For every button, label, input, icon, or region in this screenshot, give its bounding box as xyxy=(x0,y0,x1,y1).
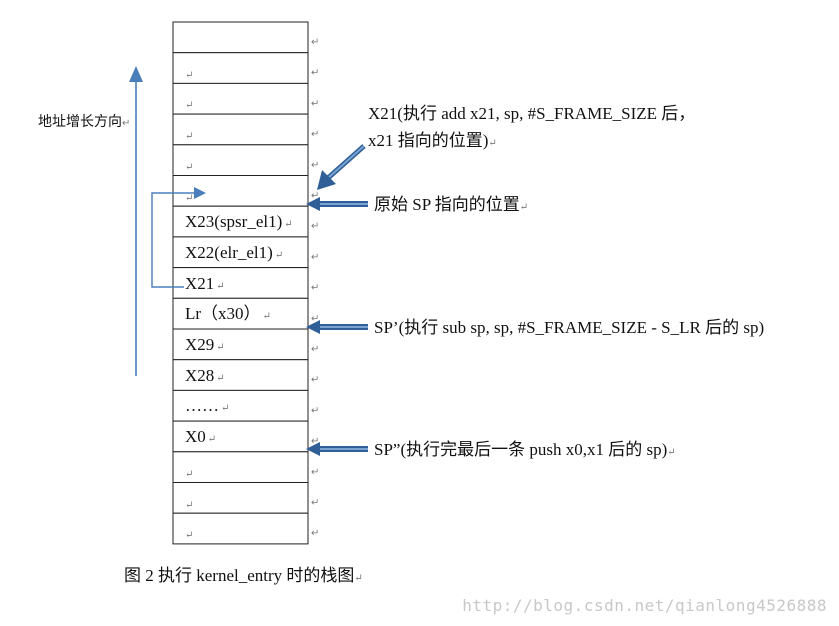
address-growth-arrowhead xyxy=(129,66,143,82)
stack-cell xyxy=(172,267,309,299)
paragraph-mark: ↵ xyxy=(311,283,319,294)
paragraph-mark: ↵ xyxy=(311,405,319,416)
stack-cell-label: X29↵ xyxy=(185,335,225,354)
stack-cell xyxy=(172,52,309,84)
paragraph-mark: ↵ xyxy=(311,221,319,232)
stack-cell-label: ↵ xyxy=(185,131,194,143)
stack-cell-label: ↵ xyxy=(185,468,194,480)
sp-double-prime-annotation: SP”(执行完最后一条 push x0,x1 后的 sp)↵ xyxy=(374,440,676,459)
paragraph-mark: ↵ xyxy=(311,467,319,478)
orig-sp-annotation: 原始 SP 指向的位置↵ xyxy=(374,195,529,214)
paragraph-mark: ↵ xyxy=(311,68,319,79)
stack-cell xyxy=(172,236,309,269)
paragraph-mark: ↵ xyxy=(311,498,319,509)
stack-cell-label: ↵ xyxy=(185,530,194,542)
paragraph-mark: ↵ xyxy=(311,37,319,48)
stack-cell xyxy=(172,205,309,238)
x21-diagonal-arrowhead xyxy=(317,170,336,190)
stack-cells: ↵ ↵ ↵ ↵ ↵ ↵ ↵ ↵ ↵ ↵ ↵ ↵ ↵ ↵ ↵ ↵ ↵ xyxy=(172,21,319,545)
stack-cell xyxy=(172,328,309,361)
stack-cell-label: ↵ xyxy=(185,499,194,511)
stack-cell-label: X23(spsr_el1)↵ xyxy=(185,212,293,232)
stack-cell-label: ↵ xyxy=(185,192,194,204)
stack-cell xyxy=(172,113,309,146)
watermark-url: http://blog.csdn.net/qianlong4526888 xyxy=(462,596,827,615)
stack-cell-label: ……↵ xyxy=(185,396,230,416)
address-growth-label: 地址增长方向↵ xyxy=(38,114,131,130)
stack-cell-label: ↵ xyxy=(185,69,194,81)
paragraph-mark: ↵ xyxy=(311,252,319,263)
stack-cell-label: X0↵ xyxy=(185,427,217,447)
stack-cell-label: Lr（x30）↵ xyxy=(185,304,271,324)
stack-cell-label: ↵ xyxy=(185,161,194,173)
sp-prime-arrow xyxy=(306,320,368,334)
stack-cell xyxy=(172,482,309,514)
stack-cell-label: ↵ xyxy=(185,100,194,112)
paragraph-mark: ↵ xyxy=(311,313,319,324)
x21-annotation-line1: X21(执行 add x21, sp, #S_FRAME_SIZE 后， xyxy=(368,104,696,123)
stack-cell-label: X22(elr_el1)↵ xyxy=(185,242,284,262)
stack-cell xyxy=(172,297,309,330)
paragraph-mark: ↵ xyxy=(311,436,319,447)
stack-cell xyxy=(172,21,309,54)
paragraph-mark: ↵ xyxy=(311,98,319,109)
stack-cell xyxy=(172,451,309,483)
x21-annotation-line2: x21 指向的位置)↵ xyxy=(368,131,497,150)
stack-cell xyxy=(172,359,309,391)
sp-double-prime-arrow xyxy=(306,442,368,456)
x21-link-arrow xyxy=(151,192,196,288)
stack-cell-label: X28↵ xyxy=(185,365,225,385)
figure-caption: 图 2 执行 kernel_entry 时的栈图↵ xyxy=(124,566,363,585)
sp-prime-annotation: SP’(执行 sub sp, sp, #S_FRAME_SIZE - S_LR … xyxy=(374,318,765,337)
orig-sp-arrow xyxy=(306,197,368,211)
paragraph-mark: ↵ xyxy=(311,344,319,355)
x21-link-arrowhead xyxy=(194,187,206,199)
stack-cell xyxy=(172,512,309,545)
stack-cell-label: X21↵ xyxy=(185,273,225,293)
paragraph-mark: ↵ xyxy=(311,160,319,171)
paragraph-mark: ↵ xyxy=(311,375,319,386)
paragraph-mark: ↵ xyxy=(311,528,319,539)
paragraph-mark: ↵ xyxy=(311,191,319,202)
paragraph-mark: ↵ xyxy=(311,129,319,140)
